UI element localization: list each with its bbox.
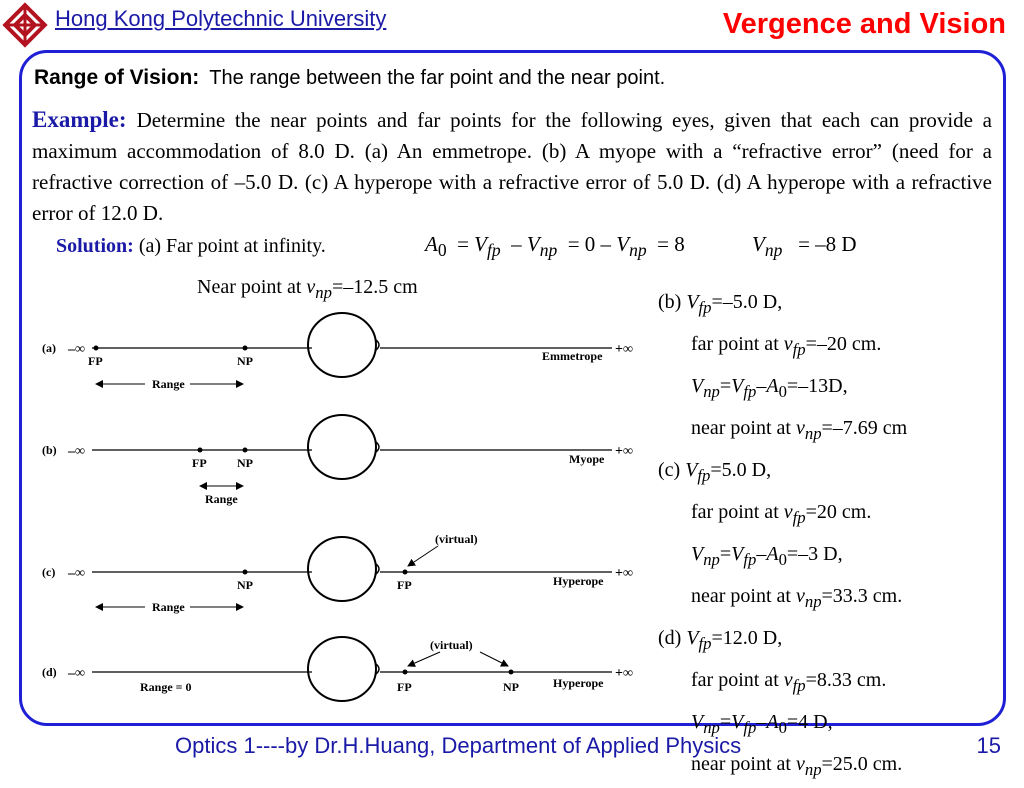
example-label: Example: bbox=[32, 107, 127, 132]
answer-d-vfp: (d) Vfp=12.0 D, bbox=[658, 627, 783, 653]
row-a-plus-infinity: +∞ bbox=[615, 342, 633, 357]
row-d-virtual-label: (virtual) bbox=[430, 638, 473, 652]
answer-b-far-point: far point at vfp=–20 cm. bbox=[691, 333, 882, 359]
row-c-np-label: NP bbox=[237, 578, 253, 592]
example-paragraph: Example:Determine the near points and fa… bbox=[32, 104, 992, 229]
row-a-emmetrope: (a) –∞ FP NP Emmetrope +∞ Range bbox=[42, 312, 633, 391]
row-c-fp-label: FP bbox=[397, 578, 412, 592]
answer-c-vfp: (c) Vfp=5.0 D, bbox=[658, 459, 772, 485]
page-number: 15 bbox=[976, 733, 1001, 758]
row-d-hyperope: (d) –∞ FP NP Hyperope +∞ (virtual) Range… bbox=[42, 636, 633, 702]
row-d-range-label: Range = 0 bbox=[140, 680, 192, 694]
eye-range-diagram: (a) –∞ FP NP Emmetrope +∞ Range (b) –∞ F… bbox=[42, 312, 633, 702]
row-b-tag: (b) bbox=[42, 443, 57, 457]
row-d-np-label: NP bbox=[503, 680, 519, 694]
row-d-type-label: Hyperope bbox=[553, 676, 604, 690]
range-of-vision: Range of Vision: The range between the fa… bbox=[34, 66, 665, 90]
row-b-plus-infinity: +∞ bbox=[615, 444, 633, 459]
solution-label: Solution: bbox=[56, 235, 134, 257]
row-a-tag: (a) bbox=[42, 341, 56, 355]
answer-b-near-point: near point at vnp=–7.69 cm bbox=[691, 417, 908, 443]
row-c-minus-infinity: –∞ bbox=[67, 566, 85, 581]
solution-line: Solution: (a) Far point at infinity. bbox=[56, 235, 326, 258]
row-c-eye bbox=[307, 536, 377, 602]
row-c-plus-infinity: +∞ bbox=[615, 566, 633, 581]
row-a-np-label: NP bbox=[237, 354, 253, 368]
range-of-vision-text: The range between the far point and the … bbox=[209, 67, 666, 89]
row-a-type-label: Emmetrope bbox=[542, 349, 603, 363]
row-b-myope: (b) –∞ FP NP Myope +∞ Range bbox=[42, 414, 633, 506]
row-b-fp-label: FP bbox=[192, 456, 207, 470]
row-a-eye bbox=[307, 312, 377, 378]
range-of-vision-label: Range of Vision: bbox=[34, 66, 200, 89]
answer-d-vnp: Vnp=Vfp–A0=4 D, bbox=[691, 711, 833, 737]
row-c-range-label: Range bbox=[152, 600, 185, 614]
row-d-plus-infinity: +∞ bbox=[615, 666, 633, 681]
answer-b-vfp: (b) Vfp=–5.0 D, bbox=[658, 291, 783, 317]
row-c-hyperope: (c) –∞ NP FP Hyperope +∞ (virtual) Range bbox=[42, 532, 633, 614]
row-c-type-label: Hyperope bbox=[553, 574, 604, 588]
row-b-eye bbox=[307, 414, 377, 480]
header: Hong Kong Polytechnic University Vergenc… bbox=[0, 0, 1024, 48]
university-logo-icon bbox=[2, 2, 48, 48]
row-b-range-label: Range bbox=[205, 492, 238, 506]
equation-accommodation: A0 = Vfp – Vnp = 0 – Vnp = 8 bbox=[425, 232, 685, 261]
equation-vnp: Vnp = –8 D bbox=[752, 232, 857, 261]
row-b-minus-infinity: –∞ bbox=[67, 444, 85, 459]
row-c-virtual-label: (virtual) bbox=[435, 532, 478, 546]
row-a-fp-label: FP bbox=[88, 354, 103, 368]
row-d-eye bbox=[307, 636, 377, 702]
answer-c-vnp: Vnp=Vfp–A0=–3 D, bbox=[691, 543, 843, 569]
near-point-a: Near point at vnp=–12.5 cm bbox=[197, 276, 418, 302]
row-d-minus-infinity: –∞ bbox=[67, 666, 85, 681]
footer-text: Optics 1----by Dr.H.Huang, Department of… bbox=[175, 733, 742, 758]
row-b-type-label: Myope bbox=[569, 452, 605, 466]
university-name-link[interactable]: Hong Kong Polytechnic University bbox=[55, 6, 387, 31]
answer-c-far-point: far point at vfp=20 cm. bbox=[691, 501, 872, 527]
row-a-minus-infinity: –∞ bbox=[67, 342, 85, 357]
slide-title: Vergence and Vision bbox=[722, 8, 1006, 40]
answers-list: (b) Vfp=–5.0 D, far point at vfp=–20 cm.… bbox=[658, 284, 907, 788]
solution-text: (a) Far point at infinity. bbox=[138, 235, 326, 257]
row-d-fp-label: FP bbox=[397, 680, 412, 694]
row-a-range-label: Range bbox=[152, 377, 185, 391]
row-d-tag: (d) bbox=[42, 665, 57, 679]
row-b-np-label: NP bbox=[237, 456, 253, 470]
answer-b-vnp: Vnp=Vfp–A0=–13D, bbox=[691, 375, 848, 401]
example-text: Determine the near points and far points… bbox=[32, 108, 992, 225]
answer-d-far-point: far point at vfp=8.33 cm. bbox=[691, 669, 887, 695]
content-frame bbox=[19, 50, 1006, 726]
answer-c-near-point: near point at vnp=33.3 cm. bbox=[691, 585, 903, 611]
row-c-tag: (c) bbox=[42, 565, 55, 579]
